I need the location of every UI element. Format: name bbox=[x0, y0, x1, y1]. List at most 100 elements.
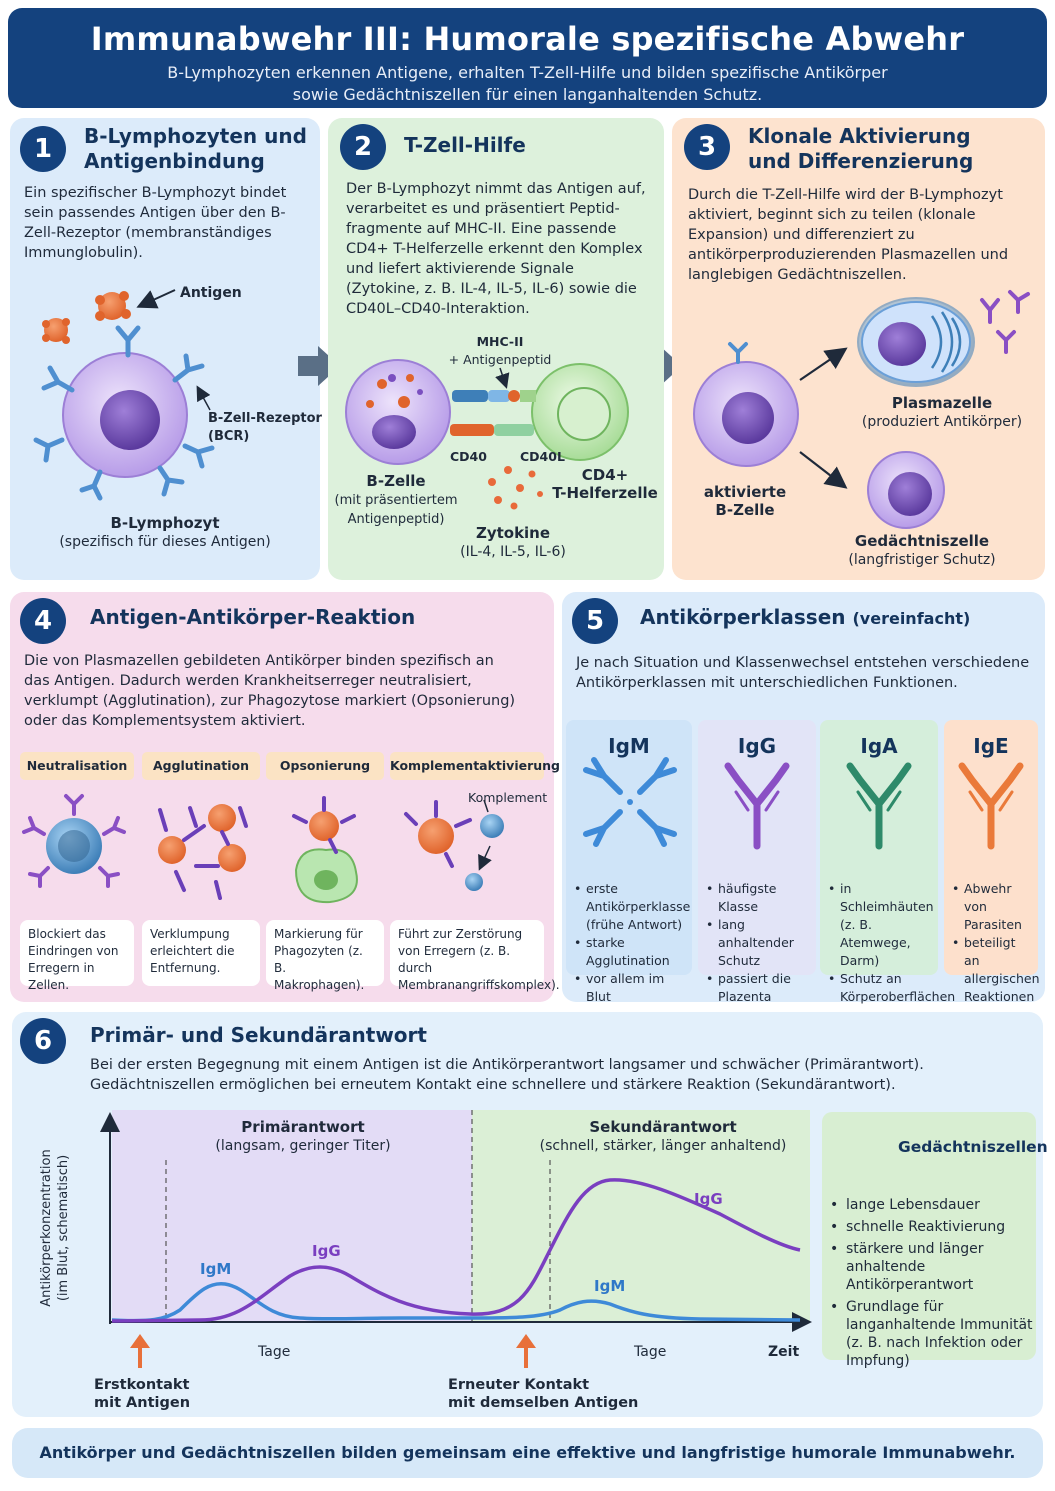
igm-point-2: starke Agglutination bbox=[574, 934, 688, 970]
memory-cell bbox=[867, 451, 945, 529]
activated-b-cell-label-2: B-Zelle bbox=[715, 501, 775, 519]
cytokine-sublabel: (IL-4, IL-5, IL-6) bbox=[460, 544, 566, 560]
memory-point-4: Grundlage für langanhaltende Immunität (… bbox=[830, 1298, 1036, 1370]
komplement-label: Komplement bbox=[468, 790, 548, 805]
panel-1-text: Ein spezifischer B-Lymphozyt bindet sein… bbox=[24, 185, 287, 261]
complement-icon bbox=[404, 799, 504, 891]
igm-point-3: vor allem im Blut bbox=[574, 970, 688, 1006]
t-helper-label-line-2: T-Helferzelle bbox=[552, 484, 658, 502]
ige-point-2: beteiligt an allergischen Reaktionen bbox=[952, 934, 1040, 1006]
panel-6-text-line-2: Gedächtniszellen ermöglichen bei erneute… bbox=[90, 1077, 896, 1093]
footer-summary: Antikörper und Gedächtniszellen bilden g… bbox=[12, 1428, 1043, 1478]
subtitle-line-2: sowie Gedächtniszellen für einen langanh… bbox=[292, 85, 763, 104]
tag-agglutination: Agglutination bbox=[142, 752, 260, 780]
x-label-tage-1: Tage bbox=[258, 1344, 291, 1360]
step-number-5: 5 bbox=[572, 598, 618, 644]
iga-icon bbox=[846, 762, 912, 850]
desc-neutralisation: Blockiert das Eindringen von Erregern in… bbox=[20, 920, 134, 992]
igg-primary-label: IgG bbox=[312, 1242, 341, 1260]
memory-point-2: schnelle Reaktivierung bbox=[830, 1218, 1036, 1236]
plasma-cell-sublabel: (produziert Antikörper) bbox=[861, 414, 1023, 430]
b-cell-sublabel-1: (mit präsentiertem bbox=[334, 493, 458, 508]
iga-point-2: Schutz an Körperoberflächen bbox=[828, 970, 955, 1006]
igm-pentamer-icon bbox=[583, 757, 677, 847]
mhc-label-line-1: MHC-II bbox=[476, 334, 524, 349]
t-helper-cell bbox=[531, 363, 629, 461]
b-cell-presenting bbox=[345, 359, 451, 465]
cytokine-dots bbox=[488, 466, 543, 510]
b-lymphocyte-sublabel: (spezifisch für dieses Antigen) bbox=[59, 534, 271, 550]
panel-2-title: T-Zell-Hilfe bbox=[404, 133, 526, 157]
class-name-ige: IgE bbox=[973, 734, 1009, 758]
panel-4-title: Antigen-Antikörper-Reaktion bbox=[90, 605, 416, 629]
opsonisation-phagocyte-icon bbox=[292, 796, 358, 904]
plasma-cell-label: Plasmazelle bbox=[891, 394, 993, 412]
igg-secondary-label: IgG bbox=[694, 1190, 723, 1208]
panel-4-text: Die von Plasmazellen gebildeten Antikörp… bbox=[24, 653, 516, 729]
class-points-ige: Abwehr von Parasiten beteiligt an allerg… bbox=[952, 880, 1040, 1006]
step-number-3: 3 bbox=[684, 124, 730, 170]
desc-opsonierung: Markierung für Phagozyten (z. B. Makroph… bbox=[266, 920, 384, 992]
igg-icon bbox=[724, 762, 790, 850]
memory-box-title: Gedächtniszellen bbox=[898, 1138, 1048, 1156]
primary-response-label: Primärantwort bbox=[241, 1118, 365, 1136]
panel-3-title-line-2: und Differenzierung bbox=[748, 149, 974, 173]
igm-point-1: erste Antikörperklasse (frühe Antwort) bbox=[574, 880, 690, 934]
x-label-zeit: Zeit bbox=[768, 1344, 800, 1360]
second-contact-label-2: mit demselben Antigen bbox=[448, 1395, 639, 1411]
step-number-6: 6 bbox=[20, 1018, 66, 1064]
class-points-igg: häufigste Klasse lang anhaltender Schutz… bbox=[706, 880, 812, 1006]
class-name-igm: IgM bbox=[608, 734, 650, 758]
second-contact-label-1: Erneuter Kontakt bbox=[448, 1377, 590, 1393]
primary-response-sublabel: (langsam, geringer Titer) bbox=[215, 1138, 391, 1154]
class-card-igm: IgM erste Antikörperklasse (frühe Antwor… bbox=[566, 720, 692, 1004]
second-contact-arrow-icon bbox=[516, 1334, 536, 1368]
panel-6-title: Primär- und Sekundärantwort bbox=[90, 1023, 427, 1047]
secondary-response-sublabel: (schnell, stärker, länger anhaltend) bbox=[539, 1138, 787, 1154]
memory-cell-sublabel: (langfristiger Schutz) bbox=[848, 552, 996, 568]
class-card-ige: IgE Abwehr von Parasiten beteiligt an al… bbox=[944, 720, 1040, 1004]
panel-1-title-line-2: Antigenbindung bbox=[84, 149, 265, 173]
neutralisation-virus-icon bbox=[22, 794, 126, 888]
cytokine-label: Zytokine bbox=[475, 524, 551, 542]
t-helper-label-line-1: CD4+ bbox=[581, 466, 629, 484]
antigen-label: Antigen bbox=[180, 285, 242, 301]
b-cell-sublabel-2: Antigenpeptid) bbox=[347, 512, 445, 527]
page-title: Immunabwehr III: Humorale spezifische Ab… bbox=[90, 20, 965, 58]
first-contact-label-1: Erstkontakt bbox=[94, 1377, 190, 1393]
panel-1-title-line-1: B-Lymphozyten und bbox=[84, 124, 307, 148]
primary-phase-region bbox=[112, 1110, 472, 1322]
class-card-iga: IgA in Schleimhäuten (z. B. Atemwege, Da… bbox=[820, 720, 955, 1004]
cd40-interaction bbox=[450, 424, 534, 436]
tag-opsonierung: Opsonierung bbox=[266, 752, 384, 780]
panel-2-text: Der B-Lymphozyt nimmt das Antigen auf, v… bbox=[346, 181, 646, 317]
igg-point-1: häufigste Klasse bbox=[706, 880, 812, 916]
activated-b-cell-label-1: aktivierte bbox=[703, 483, 787, 501]
class-points-iga: in Schleimhäuten (z. B. Atemwege, Darm) … bbox=[828, 880, 955, 1006]
panel-b-lymphocytes bbox=[10, 118, 320, 580]
agglutination-icon bbox=[158, 804, 248, 900]
antigen-particles bbox=[42, 291, 131, 344]
y-axis-label-2: (im Blut, schematisch) bbox=[56, 1154, 71, 1302]
bcr-label-line-2: (BCR) bbox=[208, 429, 250, 444]
bcr-receptors bbox=[33, 325, 215, 501]
first-contact-label-2: mit Antigen bbox=[94, 1395, 191, 1411]
desc-agglutination: Verklumpung erleichtert die Entfernung. bbox=[142, 920, 260, 986]
y-axis-label-1: Antikörperkonzentration bbox=[39, 1149, 54, 1307]
secreted-antibodies bbox=[980, 290, 1030, 354]
step-number-2: 2 bbox=[340, 124, 386, 170]
b-cell-label: B-Zelle bbox=[366, 472, 426, 490]
cd40l-label: CD40L bbox=[520, 449, 565, 464]
panel-5-title-suffix: (vereinfacht) bbox=[852, 609, 971, 628]
page-subtitle: B-Lymphozyten erkennen Antigene, erhalte… bbox=[8, 62, 1047, 106]
tag-neutralisation: Neutralisation bbox=[20, 752, 134, 780]
arrow-1-to-2-icon bbox=[298, 346, 340, 386]
subtitle-line-1: B-Lymphozyten erkennen Antigene, erhalte… bbox=[167, 63, 888, 82]
mhc-ii-complex bbox=[452, 390, 536, 402]
step-number-4: 4 bbox=[20, 598, 66, 644]
class-name-igg: IgG bbox=[737, 734, 777, 758]
